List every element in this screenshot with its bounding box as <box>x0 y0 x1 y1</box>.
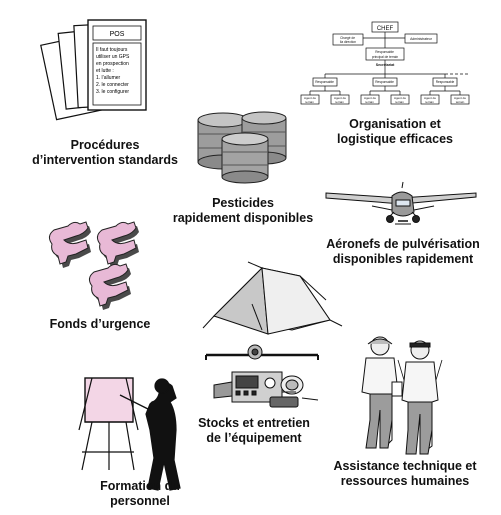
pos-document-stack-icon: POS Il faut toujours utiliser un GPS en … <box>40 19 147 121</box>
caption-funds: Fonds d’urgence <box>49 317 151 331</box>
org-deputy-right: Administrateur <box>410 37 433 41</box>
caption-training: Formation du personnel <box>100 479 180 508</box>
spray-aircraft-icon <box>325 181 477 225</box>
caption-aircraft: Aéronefs de pulvérisation disponibles ra… <box>326 237 480 266</box>
technical-staff-icon <box>361 336 443 455</box>
pesticide-drums-icon <box>197 111 287 184</box>
caption-equipment: Stocks et entretien de l’équipement <box>198 416 310 445</box>
training-icon <box>78 377 181 491</box>
caption-assistance: Assistance technique et ressources humai… <box>333 459 477 488</box>
equipment-icon <box>205 344 319 408</box>
tent-icon <box>202 261 343 335</box>
org-mid-sub: Secrétariat <box>376 63 395 67</box>
caption-pesticides: Pesticides rapidement disponibles <box>172 196 314 225</box>
org-chart: CHEF Chargé de lla direction Administrat… <box>300 21 470 105</box>
org-managers: Responsable Responsable Responsable <box>315 80 454 84</box>
caption-procedures: Procédures d’intervention standards <box>32 138 178 167</box>
caption-organisation: Organisation et logistique efficaces <box>336 117 453 146</box>
pos-doc-title: POS <box>110 31 125 38</box>
pos-doc-text: Il faut toujours utiliser un GPS en pros… <box>96 47 131 95</box>
org-deputy-left: Chargé de lla direction <box>340 36 356 44</box>
emergency-funds-icon <box>48 221 139 310</box>
org-mid-manager: Responsable principal de terrain <box>372 50 398 59</box>
org-chef-label: CHEF <box>377 26 394 32</box>
